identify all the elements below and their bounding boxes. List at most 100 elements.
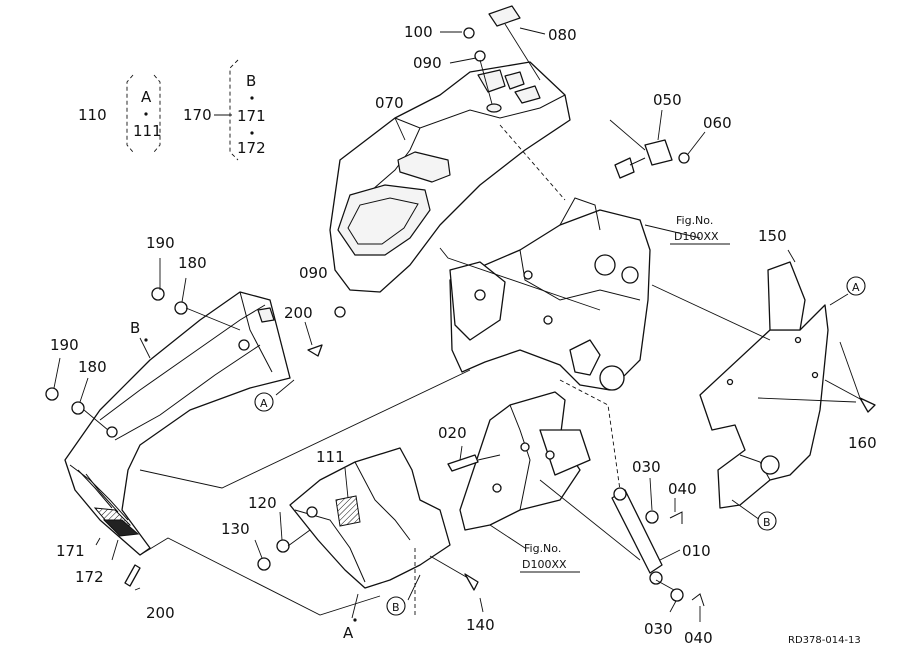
nut-120 bbox=[276, 539, 290, 553]
strut-body bbox=[611, 489, 663, 574]
set-dot bbox=[144, 112, 148, 116]
callout-200-upper: 200 bbox=[284, 304, 313, 322]
callout-190-upper: 190 bbox=[146, 234, 175, 252]
set-member-172: 172 bbox=[237, 139, 266, 157]
callout-111: 111 bbox=[316, 448, 345, 466]
callout-180-upper: 180 bbox=[178, 254, 207, 272]
set-group-170: 170 B 171 172 bbox=[183, 59, 266, 161]
set-member-171: 171 bbox=[237, 107, 266, 125]
bolt-200-upper bbox=[307, 344, 323, 357]
cover-b-rib bbox=[239, 291, 273, 373]
asm-cover-b-lower bbox=[139, 537, 381, 616]
switch-hole-3 bbox=[514, 85, 541, 104]
nut-090-left bbox=[334, 306, 346, 318]
marker-b-bottom: B bbox=[386, 596, 406, 616]
leader-fig-1 bbox=[644, 224, 701, 239]
nut-190-upper bbox=[151, 287, 165, 301]
leader-marker-b-bottom bbox=[407, 574, 421, 601]
leader-marker-a-left bbox=[275, 379, 295, 396]
bolt-200-lower bbox=[124, 564, 141, 587]
leader-200-upper bbox=[304, 321, 313, 346]
frame-hole-2 bbox=[543, 315, 553, 325]
callout-190-lower: 190 bbox=[50, 336, 79, 354]
pedal-bracket bbox=[459, 391, 591, 531]
leader-marker-a-right bbox=[829, 293, 849, 306]
leader-130 bbox=[254, 539, 263, 559]
screw-160 bbox=[859, 397, 876, 413]
hardware bbox=[45, 5, 876, 607]
leader-180-upper bbox=[181, 277, 187, 303]
marker-a-cover: A bbox=[343, 624, 354, 642]
leader-200-lower bbox=[134, 587, 141, 591]
panel-body bbox=[699, 304, 829, 509]
center-frame bbox=[449, 197, 651, 391]
asm-panel bbox=[651, 284, 771, 341]
marker-b-bottom-text: B bbox=[392, 601, 400, 614]
asm-180-lower bbox=[83, 409, 109, 431]
callout-200-lower: 200 bbox=[146, 604, 175, 622]
console-tray bbox=[337, 184, 431, 256]
asm-120 bbox=[287, 529, 311, 547]
clip-040-top bbox=[669, 511, 683, 524]
asm-140 bbox=[429, 555, 469, 579]
set-parent-170: 170 bbox=[183, 106, 212, 124]
gas-strut-010 bbox=[611, 487, 663, 585]
leader-020 bbox=[459, 445, 463, 461]
frame-lug bbox=[569, 339, 601, 376]
asm-160-b bbox=[839, 341, 861, 399]
set-dot-b2 bbox=[250, 131, 254, 135]
fig-ref-1-line1: Fig.No. bbox=[676, 214, 713, 227]
set-parent-110: 110 bbox=[78, 106, 107, 124]
cover-b-clip-2 bbox=[106, 426, 118, 438]
washer-180-lower bbox=[71, 401, 85, 415]
callout-172: 172 bbox=[75, 568, 104, 586]
asm-console-frame bbox=[499, 124, 566, 201]
clip-040-bottom bbox=[691, 593, 705, 607]
console-slot bbox=[397, 151, 451, 183]
set-letter-a: A bbox=[141, 88, 152, 106]
frame-plate-hole bbox=[474, 289, 486, 301]
console-hole bbox=[486, 103, 502, 113]
callout-180-lower: 180 bbox=[78, 358, 107, 376]
frame-boss-3 bbox=[599, 365, 625, 391]
leader-050 bbox=[657, 109, 663, 141]
cover-b-clip-1 bbox=[238, 339, 250, 351]
callout-labels: 100 080 090 070 050 060 150 090 190 180 … bbox=[50, 23, 877, 647]
panel-screw-hole-1 bbox=[726, 378, 734, 386]
leader-090-top bbox=[449, 57, 477, 64]
washer-030-bottom bbox=[670, 588, 684, 602]
frame-fold bbox=[519, 249, 641, 301]
bolt-140 bbox=[464, 573, 479, 591]
nut-090-top bbox=[474, 50, 486, 62]
callout-120: 120 bbox=[248, 494, 277, 512]
set-member-111: 111 bbox=[133, 122, 162, 140]
asm-160-a bbox=[757, 397, 857, 403]
callout-040-top: 040 bbox=[668, 480, 697, 498]
marker-a-right: A bbox=[846, 276, 866, 296]
callout-150: 150 bbox=[758, 227, 787, 245]
switch-080 bbox=[488, 5, 521, 27]
fig-ref-2-line1: Fig.No. bbox=[524, 542, 561, 555]
callout-140: 140 bbox=[466, 616, 495, 634]
callout-010: 010 bbox=[682, 542, 711, 560]
leader-150 bbox=[787, 249, 796, 263]
front-cover-b bbox=[64, 291, 291, 556]
strut-eye-bottom bbox=[649, 571, 663, 585]
decal-172 bbox=[102, 519, 140, 537]
strut-eye-top bbox=[613, 487, 627, 501]
asm-030-bottom bbox=[655, 579, 675, 591]
panel-hole bbox=[760, 455, 780, 475]
cover-b-edge-2 bbox=[114, 344, 261, 441]
leader-marker-b-left bbox=[139, 337, 151, 359]
upper-console-070 bbox=[329, 61, 571, 293]
leader-060 bbox=[687, 131, 706, 155]
panel-screw-hole-2 bbox=[794, 336, 802, 344]
side-panel-150 bbox=[699, 261, 829, 509]
switch-050 bbox=[644, 139, 673, 166]
frame-boss-1 bbox=[594, 254, 616, 276]
leader-070 bbox=[394, 117, 406, 141]
callout-030-top: 030 bbox=[632, 458, 661, 476]
callout-090-top: 090 bbox=[413, 54, 442, 72]
leader-111 bbox=[344, 467, 349, 499]
cover-b-body bbox=[64, 291, 291, 556]
